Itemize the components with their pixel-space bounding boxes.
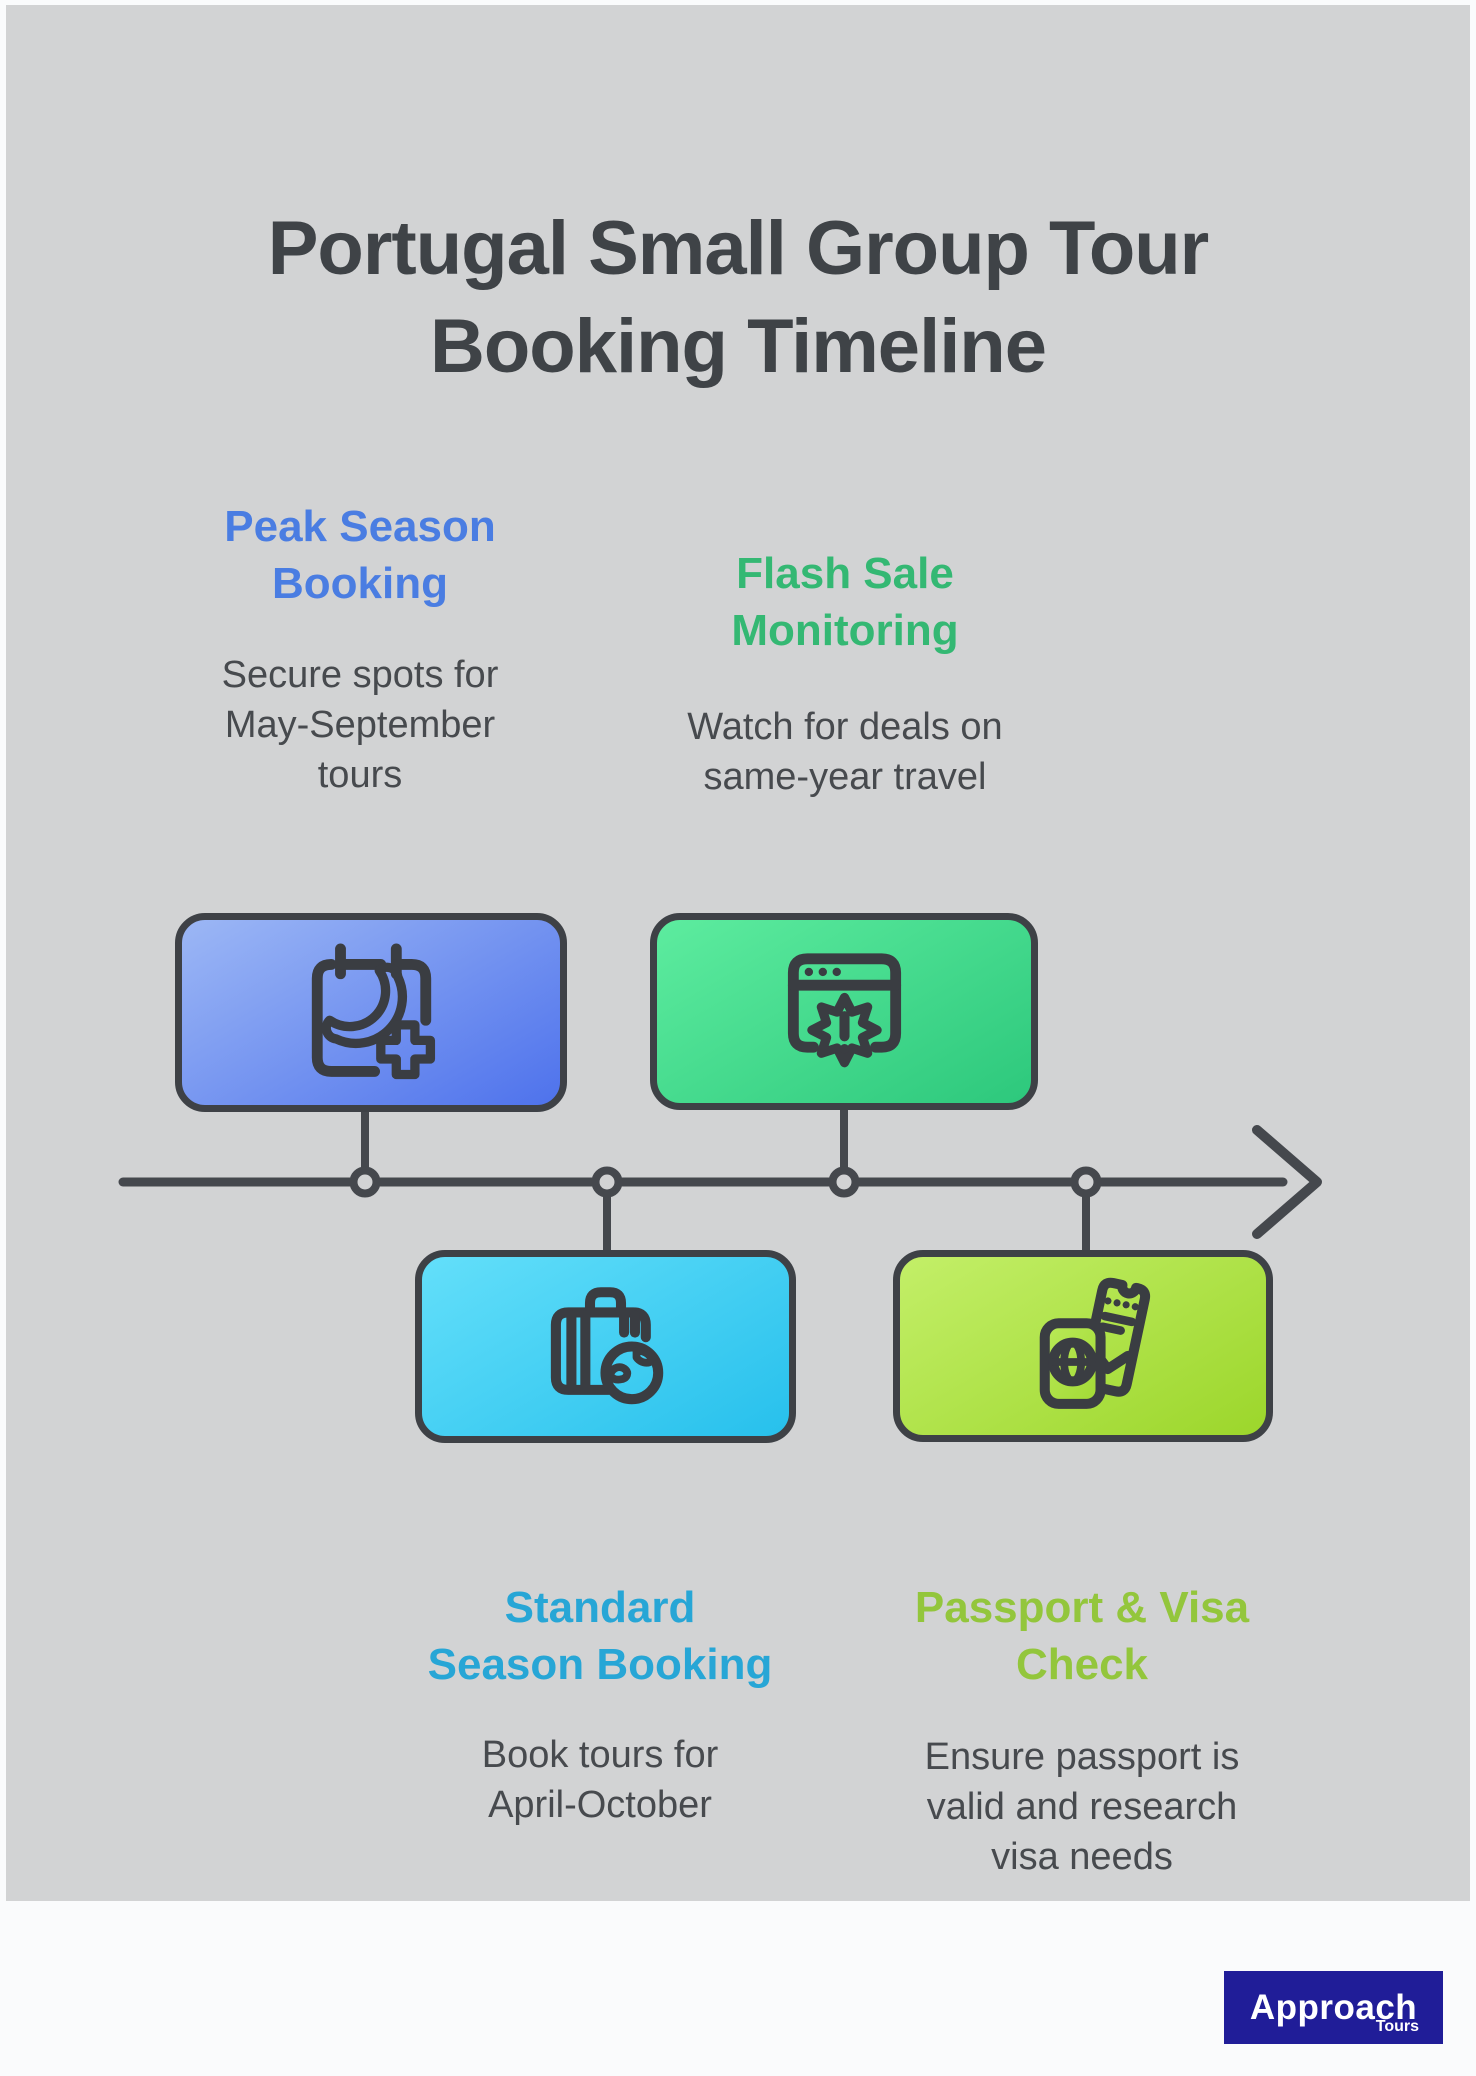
- calendar-phone-plus-icon: [311, 943, 435, 1080]
- approach-tours-logo: Approach Tours: [1224, 1971, 1443, 2044]
- page-title-line2: Booking Timeline: [429, 304, 1047, 389]
- heading-line: Peak Season: [224, 502, 496, 551]
- step-desc-peak-season-booking: Secure spots for May-September tours: [100, 650, 620, 800]
- heading-line: Passport & Visa: [914, 1583, 1250, 1632]
- timeline-node: [591, 1166, 623, 1198]
- step-heading-flash-sale-monitoring: Flash Sale Monitoring: [585, 545, 1105, 659]
- card-standard-season-booking: [415, 1250, 796, 1443]
- heading-line: Check: [1015, 1640, 1149, 1689]
- page-title: Portugal Small Group Tour Booking Timeli…: [0, 200, 1476, 396]
- suitcase-globe-icon: [550, 1287, 664, 1405]
- step-heading-peak-season-booking: Peak Season Booking: [100, 498, 620, 612]
- desc-line: tours: [317, 754, 403, 796]
- desc-line: Secure spots for: [221, 654, 499, 696]
- step-heading-standard-season-booking: Standard Season Booking: [340, 1579, 860, 1693]
- heading-line: Season Booking: [427, 1640, 773, 1689]
- heading-line: Booking: [272, 559, 448, 608]
- timeline-node: [828, 1166, 860, 1198]
- heading-line: Flash Sale: [736, 549, 954, 598]
- step-desc-flash-sale-monitoring: Watch for deals on same-year travel: [585, 702, 1105, 802]
- browser-alert-icon: [787, 953, 901, 1068]
- step-heading-passport-visa-check: Passport & Visa Check: [822, 1579, 1342, 1693]
- heading-line: Standard: [504, 1583, 696, 1632]
- desc-line: Book tours for: [481, 1734, 719, 1776]
- desc-line: April-October: [488, 1784, 712, 1826]
- heading-line: Monitoring: [731, 606, 959, 655]
- card-peak-season-booking: [175, 913, 567, 1112]
- logo-brand-text: Approach: [1249, 1987, 1418, 2027]
- desc-line: visa needs: [991, 1836, 1173, 1878]
- timeline-node: [349, 1166, 381, 1198]
- desc-line: Ensure passport is: [924, 1736, 1240, 1778]
- passport-ticket-icon: [1039, 1277, 1150, 1409]
- step-desc-standard-season-booking: Book tours for April-October: [340, 1730, 860, 1830]
- desc-line: May-September: [224, 704, 496, 746]
- desc-line: same-year travel: [703, 756, 987, 798]
- logo-brand-subtext: Tours: [1375, 2018, 1419, 2035]
- card-passport-visa-check: [893, 1250, 1273, 1442]
- desc-line: valid and research: [926, 1786, 1238, 1828]
- timeline-arrow: [1252, 1125, 1322, 1239]
- page-title-line1: Portugal Small Group Tour: [267, 206, 1210, 291]
- timeline-node: [1070, 1166, 1102, 1198]
- desc-line: Watch for deals on: [687, 706, 1003, 748]
- step-desc-passport-visa-check: Ensure passport is valid and research vi…: [822, 1732, 1342, 1882]
- card-flash-sale-monitoring: [650, 913, 1038, 1110]
